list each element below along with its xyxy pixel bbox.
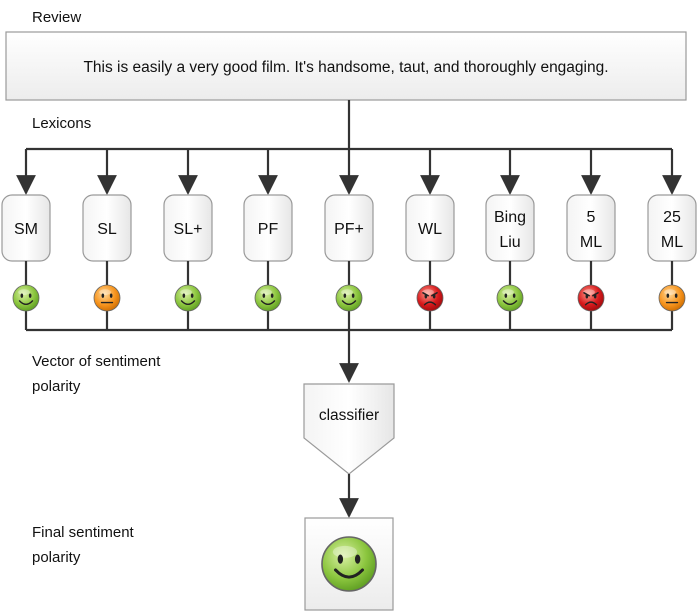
lexicon-pf-: PF+ bbox=[324, 149, 374, 330]
lexicon-pf: PF bbox=[243, 149, 293, 330]
vector-label: Vector of sentiment polarity bbox=[32, 353, 165, 395]
lexicon-label-line: ML bbox=[580, 234, 602, 251]
sentiment-positive-icon bbox=[254, 284, 282, 312]
lexicon-label: SM bbox=[14, 221, 38, 238]
vector-label-line-2: polarity bbox=[32, 378, 81, 395]
lexicon-label-line: PF bbox=[258, 221, 279, 238]
lexicon-sm: SM bbox=[1, 149, 51, 330]
final-smiley-icon bbox=[321, 536, 377, 592]
sentiment-positive-icon bbox=[335, 284, 363, 312]
lexicon-box bbox=[647, 194, 697, 262]
lexicon-label-line: SM bbox=[14, 221, 38, 238]
review-box bbox=[5, 31, 687, 101]
lexicon-label: WL bbox=[418, 221, 442, 238]
final-label: Final sentiment polarity bbox=[32, 524, 138, 566]
lexicon-label-line: ML bbox=[661, 234, 683, 251]
lexicon-label-line: SL bbox=[97, 221, 117, 238]
sentiment-positive-icon bbox=[496, 284, 524, 312]
final-label-line-1: Final sentiment bbox=[32, 524, 135, 541]
review-text: This is easily a very good film. It's ha… bbox=[83, 59, 608, 76]
sentiment-negative-icon bbox=[416, 284, 444, 312]
sentiment-negative-icon bbox=[577, 284, 605, 312]
lexicon-box bbox=[566, 194, 616, 262]
lexicon-label: PF+ bbox=[334, 221, 364, 238]
sentiment-neutral-icon bbox=[93, 284, 121, 312]
lexicon-wl: WL bbox=[405, 149, 455, 330]
final-label-line-2: polarity bbox=[32, 549, 81, 566]
classifier-label: classifier bbox=[319, 407, 379, 424]
lexicon-label-line: Bing bbox=[494, 209, 526, 226]
lexicon-sl-: SL+ bbox=[163, 149, 213, 330]
lexicon-label-line: SL+ bbox=[174, 221, 203, 238]
lexicon-label-line: WL bbox=[418, 221, 442, 238]
lexicon-label: SL+ bbox=[174, 221, 203, 238]
sentiment-neutral-icon bbox=[658, 284, 686, 312]
review-label: Review bbox=[32, 9, 81, 26]
final-face-glyph bbox=[321, 536, 377, 592]
lexicon-label: SL bbox=[97, 221, 117, 238]
lexicon-label-line: 25 bbox=[663, 209, 681, 226]
lexicon-label: PF bbox=[258, 221, 279, 238]
vector-label-line-1: Vector of sentiment bbox=[32, 353, 161, 370]
lexicon-box bbox=[485, 194, 535, 262]
lexicons-label: Lexicons bbox=[32, 115, 91, 132]
lexicon-label-line: Liu bbox=[499, 234, 520, 251]
sentiment-positive-icon bbox=[174, 284, 202, 312]
lexicon-sl: SL bbox=[82, 149, 132, 330]
sentiment-positive-icon bbox=[12, 284, 40, 312]
lexicon-label-line: 5 bbox=[587, 209, 596, 226]
classifier-shape bbox=[303, 383, 395, 475]
lexicon-label-line: PF+ bbox=[334, 221, 364, 238]
